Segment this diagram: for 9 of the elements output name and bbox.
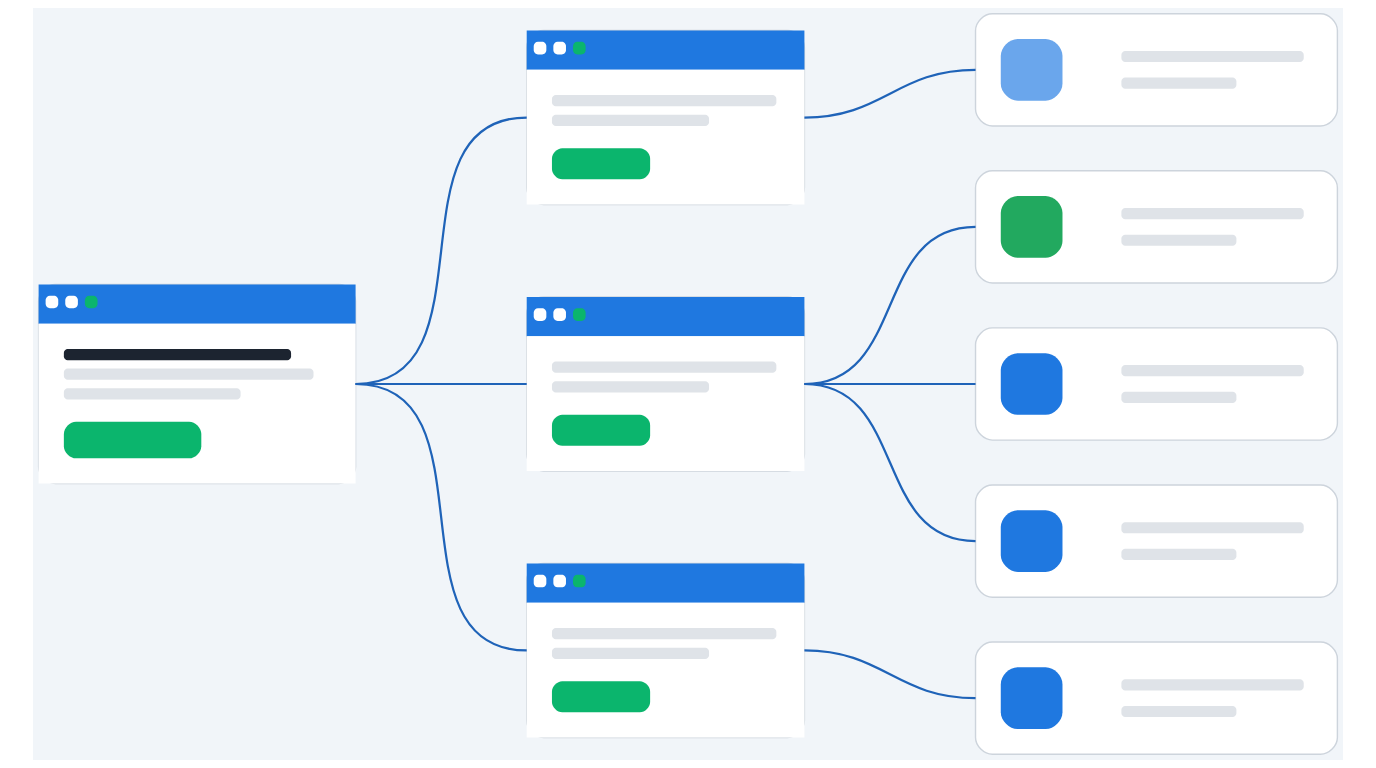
node-box bbox=[974, 484, 1339, 598]
connector bbox=[355, 382, 527, 652]
node-box bbox=[974, 641, 1339, 755]
connector bbox=[804, 649, 976, 700]
node-box bbox=[974, 13, 1339, 127]
connector bbox=[804, 382, 976, 543]
node-box bbox=[974, 327, 1339, 441]
connector bbox=[804, 68, 976, 119]
node-box bbox=[974, 170, 1339, 284]
